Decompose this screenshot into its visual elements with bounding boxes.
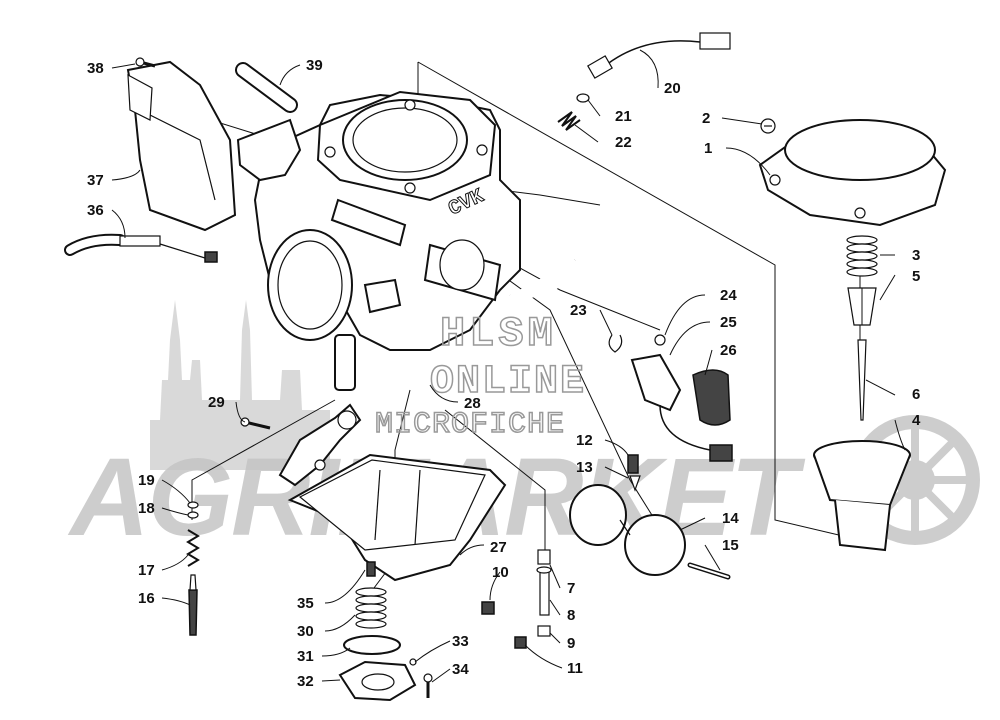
part-2-screw xyxy=(760,118,776,134)
callout-9: 9 xyxy=(567,635,575,652)
part-39-vent-hose xyxy=(235,62,298,113)
callout-19: 19 xyxy=(138,472,155,489)
callout-4: 4 xyxy=(912,412,921,429)
part-16-pilot-screw xyxy=(188,574,198,636)
svg-text:ONLINE: ONLINE xyxy=(430,360,586,405)
part-9-washer xyxy=(537,625,551,637)
callout-7: 7 xyxy=(567,580,575,597)
callout-24: 24 xyxy=(720,287,737,304)
part-13-clip xyxy=(629,475,641,492)
callout-28: 28 xyxy=(464,395,481,412)
part-8-needle-jet xyxy=(536,566,552,616)
part-33-o-ring xyxy=(409,658,417,666)
part-30-spring xyxy=(355,587,387,629)
callout-36: 36 xyxy=(87,202,104,219)
callout-32: 32 xyxy=(297,673,314,690)
callout-33: 33 xyxy=(452,633,469,650)
part-20-sensor-lead xyxy=(587,32,731,79)
part-callouts: 1 2 3 4 5 6 7 8 9 10 11 12 13 14 15 16 1… xyxy=(87,57,921,690)
carburetor-body: CVK xyxy=(236,90,578,391)
callout-23: 23 xyxy=(570,302,587,319)
callout-16: 16 xyxy=(138,590,155,607)
callout-25: 25 xyxy=(720,314,737,331)
callout-12: 12 xyxy=(576,432,593,449)
callout-15: 15 xyxy=(722,537,739,554)
callout-14: 14 xyxy=(722,510,739,527)
callout-22: 22 xyxy=(615,134,632,151)
callout-6: 6 xyxy=(912,386,920,403)
part-17-spring xyxy=(186,529,200,567)
callout-39: 39 xyxy=(306,57,323,74)
hlsm-watermark: HLSM ONLINE MICROFICHE xyxy=(374,309,586,443)
part-15-float-pin xyxy=(687,562,731,580)
part-25-throttle-position-sensor xyxy=(630,353,733,462)
part-22-spring xyxy=(557,111,581,131)
callout-8: 8 xyxy=(567,607,575,624)
callout-26: 26 xyxy=(720,342,737,359)
part-37-top-cover xyxy=(126,60,237,232)
callout-3: 3 xyxy=(912,247,920,264)
part-11-screw xyxy=(514,636,527,649)
part-21-washer xyxy=(576,93,590,103)
callout-17: 17 xyxy=(138,562,155,579)
part-26-cover xyxy=(692,369,731,426)
callout-29: 29 xyxy=(208,394,225,411)
part-34-screw xyxy=(423,673,433,698)
svg-text:MICROFICHE: MICROFICHE xyxy=(375,408,565,442)
part-14-float xyxy=(569,484,686,576)
callout-27: 27 xyxy=(490,539,507,556)
part-19-o-ring xyxy=(187,501,199,509)
part-23-clip xyxy=(608,334,623,353)
callout-21: 21 xyxy=(615,108,632,125)
part-3-spring xyxy=(846,235,878,277)
callout-2: 2 xyxy=(702,110,710,127)
callout-35: 35 xyxy=(297,595,314,612)
part-1-top-cap xyxy=(758,119,947,227)
leader-lines xyxy=(111,49,906,683)
part-4-vacuum-slide xyxy=(813,440,911,552)
part-38-screw xyxy=(135,57,156,68)
part-36-choke-cable xyxy=(64,233,218,263)
part-24-screw xyxy=(654,334,666,346)
callout-13: 13 xyxy=(576,459,593,476)
callout-31: 31 xyxy=(297,648,314,665)
part-10-plug xyxy=(481,601,495,615)
part-5-retainer xyxy=(847,287,877,326)
callout-20: 20 xyxy=(664,80,681,97)
callout-1: 1 xyxy=(704,140,712,157)
callout-37: 37 xyxy=(87,172,104,189)
part-27-float-bowl xyxy=(287,453,507,582)
callout-11: 11 xyxy=(567,660,583,677)
callout-18: 18 xyxy=(138,500,155,517)
callout-30: 30 xyxy=(297,623,314,640)
part-18-washer xyxy=(187,511,199,519)
svg-text:HLSM: HLSM xyxy=(440,310,557,358)
part-7-main-jet xyxy=(537,549,551,565)
part-28-throttle-lever xyxy=(278,403,362,487)
callout-34: 34 xyxy=(452,661,469,678)
part-6-jet-needle xyxy=(857,339,867,421)
callout-38: 38 xyxy=(87,60,104,77)
callout-10: 10 xyxy=(492,564,509,581)
part-12-needle-valve xyxy=(627,454,639,474)
part-32-pump-cover xyxy=(338,660,417,702)
callout-5: 5 xyxy=(912,268,920,285)
part-35-plunger xyxy=(366,561,376,577)
part-31-diaphragm xyxy=(343,635,401,655)
